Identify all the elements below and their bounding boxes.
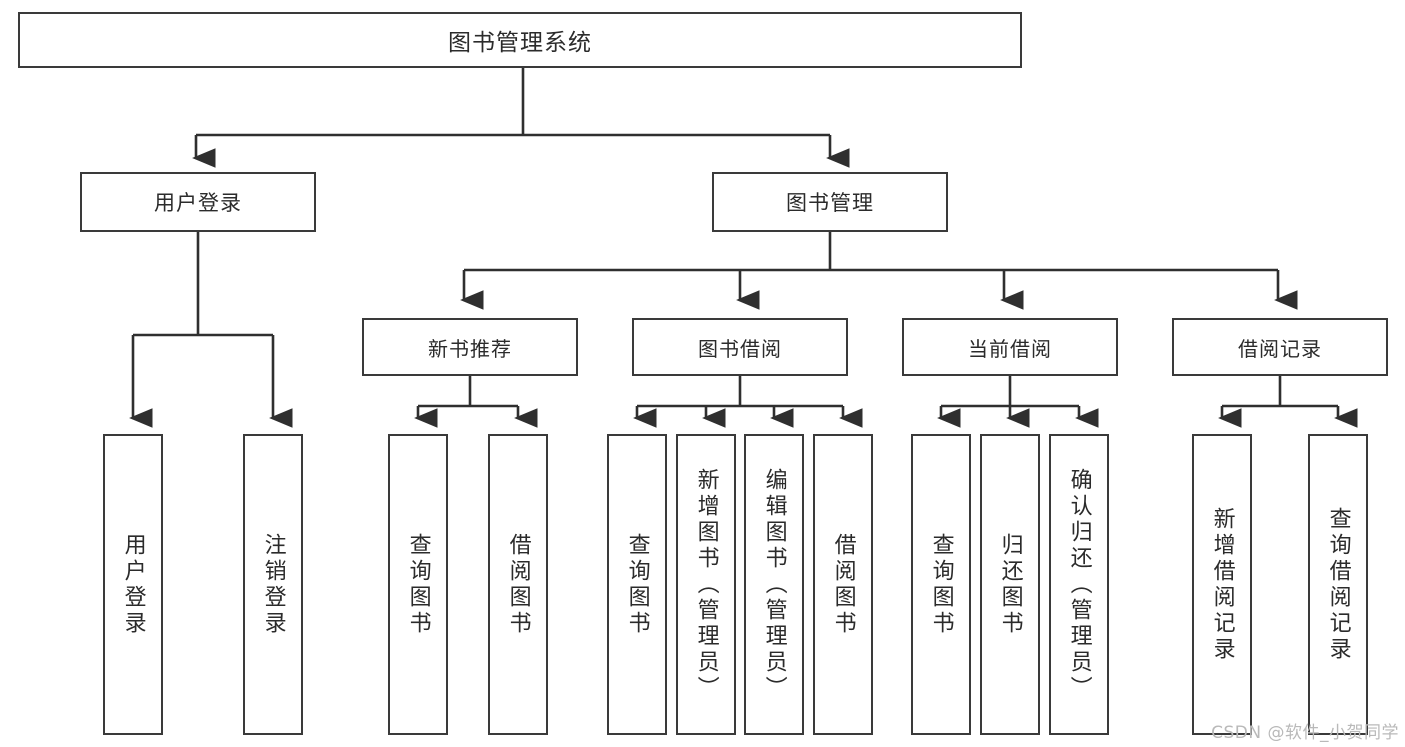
- node-label: 新书推荐: [428, 336, 512, 361]
- node-borrow-record[interactable]: 借阅记录: [1172, 318, 1388, 376]
- node-label: 归还图书: [997, 532, 1023, 637]
- leaf-user-login-logout[interactable]: 注销登录: [243, 434, 303, 735]
- node-label: 用户登录: [120, 532, 146, 637]
- leaf-borrow-edit-book-admin[interactable]: 编辑图书（管理员）: [744, 434, 804, 735]
- node-label: 查询图书: [405, 532, 431, 637]
- leaf-borrow-query-book[interactable]: 查询图书: [607, 434, 667, 735]
- leaf-recommend-query-book[interactable]: 查询图书: [388, 434, 448, 735]
- leaf-recommend-borrow-book[interactable]: 借阅图书: [488, 434, 548, 735]
- watermark-text: CSDN @软件_小贺同学: [1211, 723, 1399, 743]
- leaf-current-return-book[interactable]: 归还图书: [980, 434, 1040, 735]
- node-new-book-recommend[interactable]: 新书推荐: [362, 318, 578, 376]
- node-book-management[interactable]: 图书管理: [712, 172, 948, 232]
- leaf-current-query-book[interactable]: 查询图书: [911, 434, 971, 735]
- node-label: 查询借阅记录: [1325, 506, 1351, 663]
- node-label: 图书管理: [786, 191, 874, 215]
- node-label: 图书管理系统: [448, 30, 592, 56]
- node-label: 借阅图书: [505, 532, 531, 637]
- leaf-current-confirm-return-admin[interactable]: 确认归还（管理员）: [1049, 434, 1109, 735]
- leaf-borrow-borrow-book[interactable]: 借阅图书: [813, 434, 873, 735]
- node-current-borrow[interactable]: 当前借阅: [902, 318, 1118, 376]
- node-user-login[interactable]: 用户登录: [80, 172, 316, 232]
- node-label: 当前借阅: [968, 336, 1052, 361]
- node-label: 借阅记录: [1238, 336, 1322, 361]
- node-label: 查询图书: [928, 532, 954, 637]
- node-label: 确认归还（管理员）: [1066, 467, 1092, 702]
- node-label: 注销登录: [260, 532, 286, 637]
- node-label: 用户登录: [154, 191, 242, 215]
- leaf-record-add-record[interactable]: 新增借阅记录: [1192, 434, 1252, 735]
- node-label: 借阅图书: [830, 532, 856, 637]
- leaf-user-login-login[interactable]: 用户登录: [103, 434, 163, 735]
- node-label: 图书借阅: [698, 336, 782, 361]
- node-label: 新增借阅记录: [1209, 506, 1235, 663]
- node-label: 编辑图书（管理员）: [761, 467, 787, 702]
- leaf-borrow-add-book-admin[interactable]: 新增图书（管理员）: [676, 434, 736, 735]
- node-label: 查询图书: [624, 532, 650, 637]
- leaf-record-query-record[interactable]: 查询借阅记录: [1308, 434, 1368, 735]
- node-book-borrow[interactable]: 图书借阅: [632, 318, 848, 376]
- node-root-system[interactable]: 图书管理系统: [18, 12, 1022, 68]
- node-label: 新增图书（管理员）: [693, 467, 719, 702]
